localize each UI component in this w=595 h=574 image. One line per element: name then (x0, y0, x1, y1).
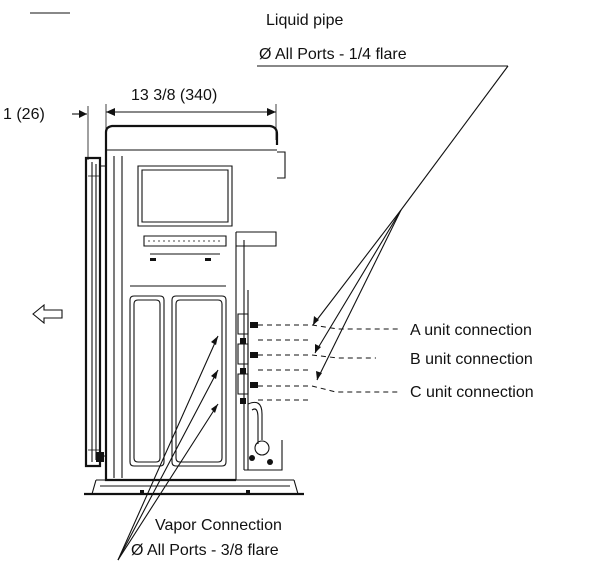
offset-dimension-label: 1 (26) (3, 106, 45, 123)
vapor-arrow-c (211, 404, 218, 413)
offset-arrow (79, 110, 87, 118)
vapor-leader-c (117, 403, 219, 561)
vapor-arrow-b (211, 370, 218, 379)
liquid-arrow-b (315, 344, 321, 353)
vapor-spec: Ø All Ports - 3/8 flare (131, 542, 279, 559)
liquid-pipe-spec: Ø All Ports - 1/4 flare (259, 46, 407, 63)
width-arrow-right (267, 108, 276, 116)
connection-label-b: B unit connection (410, 351, 533, 368)
vapor-title: Vapor Connection (155, 517, 282, 534)
vapor-leader-b (117, 369, 219, 561)
airflow-arrow-icon (32, 303, 63, 325)
service-ports (237, 313, 273, 465)
vapor-leader-a (117, 335, 219, 561)
leader-c (258, 385, 398, 393)
liquid-arrow-c (316, 371, 322, 380)
width-arrow-left (106, 108, 115, 116)
unit-body (84, 124, 304, 496)
connection-label-a: A unit connection (410, 322, 532, 339)
liquid-leader-main (400, 65, 509, 211)
connection-label-c: C unit connection (410, 384, 534, 401)
vapor-arrow-a (211, 336, 218, 345)
liquid-arrow-a (313, 316, 319, 325)
width-dimension-label: 13 3/8 (340) (131, 87, 217, 104)
liquid-pipe-title: Liquid pipe (266, 12, 344, 29)
leader-a (258, 324, 398, 330)
leader-b (258, 354, 376, 359)
liquid-leader-b (314, 209, 402, 354)
liquid-leader-c (316, 209, 402, 381)
liquid-leader-a (312, 209, 402, 326)
